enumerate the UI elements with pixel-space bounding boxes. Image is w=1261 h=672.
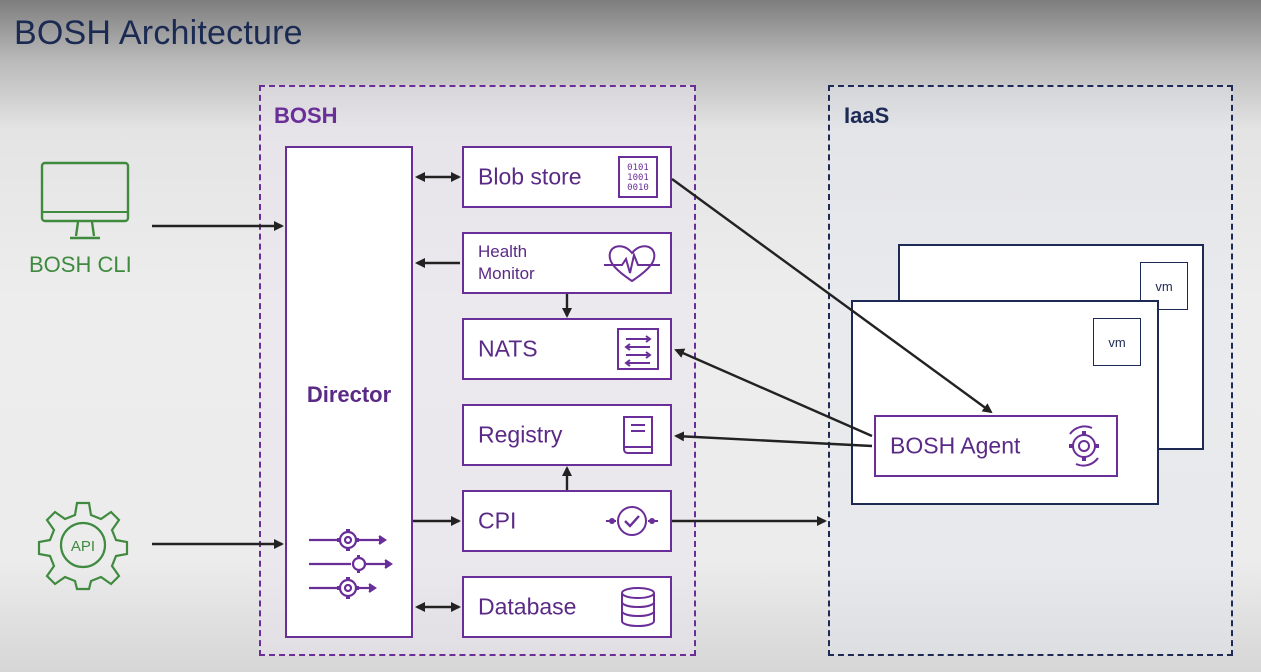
arrow-agent-to-nats bbox=[674, 348, 873, 438]
arrow-agent-to-registry bbox=[674, 431, 873, 448]
process-gears-icon bbox=[309, 529, 393, 599]
health-monitor-box: Health Monitor bbox=[462, 232, 672, 294]
cpi-check-icon bbox=[606, 506, 658, 536]
bosh-cli-label: BOSH CLI bbox=[29, 252, 132, 277]
director-box: Director bbox=[285, 146, 413, 638]
agent-gear-icon bbox=[1069, 425, 1099, 467]
cpi-label: CPI bbox=[478, 507, 517, 534]
health-monitor-line2: Monitor bbox=[478, 264, 535, 283]
director-label: Director bbox=[306, 382, 392, 407]
message-queue-icon bbox=[617, 328, 659, 370]
binary-row-1: 0101 bbox=[627, 163, 649, 173]
arrow-blobstore-to-agent bbox=[671, 178, 993, 414]
bosh-agent-box: BOSH Agent bbox=[874, 415, 1118, 477]
book-icon bbox=[623, 416, 653, 454]
heartbeat-icon bbox=[604, 245, 660, 283]
vm-back-tag: vm bbox=[1140, 262, 1188, 310]
cpi-box: CPI bbox=[462, 490, 672, 552]
bosh-agent-label: BOSH Agent bbox=[890, 432, 1021, 459]
nats-label: NATS bbox=[478, 335, 538, 362]
vm-front-tag: vm bbox=[1093, 318, 1141, 366]
iaas-group-label: IaaS bbox=[844, 103, 890, 128]
nats-box: NATS bbox=[462, 318, 672, 380]
bosh-group-label: BOSH bbox=[274, 103, 338, 128]
health-monitor-label: Health Monitor bbox=[478, 241, 535, 285]
database-box: Database bbox=[462, 576, 672, 638]
health-monitor-line1: Health bbox=[478, 242, 528, 261]
binary-icon: 0101 1001 0010 bbox=[618, 156, 658, 198]
database-icon bbox=[621, 587, 655, 628]
blob-store-box: Blob store 0101 1001 0010 bbox=[462, 146, 672, 208]
binary-row-2: 1001 bbox=[627, 173, 649, 183]
registry-label: Registry bbox=[478, 421, 563, 448]
database-label: Database bbox=[478, 593, 577, 620]
registry-box: Registry bbox=[462, 404, 672, 466]
binary-row-3: 0010 bbox=[627, 183, 649, 193]
monitor-icon bbox=[40, 161, 130, 240]
api-gear-icon: API bbox=[37, 501, 129, 591]
page-title: BOSH Architecture bbox=[14, 14, 303, 52]
api-label: API bbox=[71, 538, 95, 555]
blob-store-label: Blob store bbox=[478, 163, 582, 190]
